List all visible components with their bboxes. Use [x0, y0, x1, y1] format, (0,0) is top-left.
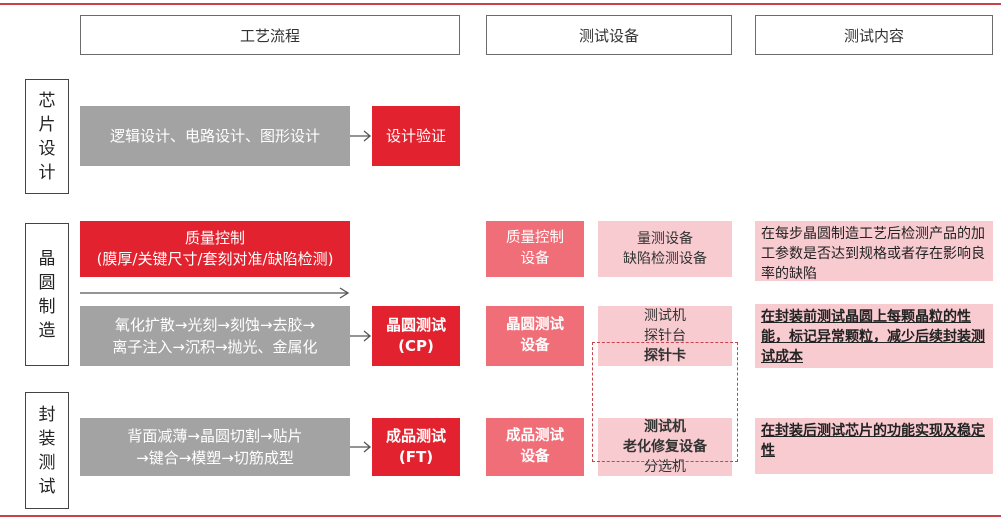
header-equipment: 测试设备	[486, 15, 732, 55]
ft-test-box: 成品测试 (FT)	[372, 418, 460, 476]
quality-content-text: 在每步晶圆制造工艺后检测产品的加工参数是否达到规格或者存在影响良率的缺陷	[761, 226, 985, 282]
quality-control-box: 质量控制 (膜厚/关键尺寸/套刻对准/缺陷检测)	[80, 221, 350, 277]
stage-chip-design: 芯 片 设 计	[25, 79, 69, 194]
quality-equip-box: 质量控制 设备	[486, 221, 584, 277]
design-verify-text: 设计验证	[385, 126, 446, 145]
ft-content-box: 在封装后测试芯片的功能实现及稳定性	[755, 418, 993, 474]
header-process: 工艺流程	[80, 15, 460, 55]
cp-equip-detail-2: 探针台	[644, 328, 686, 344]
ft-equip-box: 成品测试 设备	[486, 418, 584, 476]
ft-process-box: 背面减薄→晶圆切割→贴片 →键合→模塑→切筋成型	[80, 418, 350, 476]
stage-chip-design-label: 芯 片 设 计	[38, 90, 56, 183]
cp-equip-text: 晶圆测试 设备	[506, 317, 564, 354]
quality-equip-text: 质量控制 设备	[506, 230, 564, 267]
stage-package-test: 封 装 测 试	[25, 392, 69, 509]
ft-content-text: 在封装后测试芯片的功能实现及稳定性	[761, 423, 985, 459]
stage-wafer-fab-label: 晶 圆 制 造	[38, 248, 56, 341]
stage-package-test-label: 封 装 测 试	[38, 404, 56, 497]
bottom-rule	[0, 515, 1001, 517]
quality-content-box: 在每步晶圆制造工艺后检测产品的加工参数是否达到规格或者存在影响良率的缺陷	[755, 221, 993, 282]
top-rule	[0, 3, 1001, 5]
cp-test-box: 晶圆测试 (CP)	[372, 306, 460, 366]
cp-equip-detail-box: 测试机 探针台 探针卡	[598, 306, 732, 366]
ft-equip-detail-1: 测试机	[644, 419, 686, 435]
quality-equip-detail-text: 量测设备 缺陷检测设备	[623, 231, 707, 267]
ft-equip-detail-3: 分选机	[644, 459, 686, 475]
wafer-flow-arrow	[80, 287, 350, 299]
design-process-box: 逻辑设计、电路设计、图形设计	[80, 106, 350, 166]
stage-wafer-fab: 晶 圆 制 造	[25, 223, 69, 366]
shared-equipment-dashed-frame	[592, 342, 738, 462]
cp-content-text: 在封装前测试晶圆上每颗晶粒的性能，标记异常颗粒，减少后续封装测试成本	[761, 309, 985, 365]
design-verify-box: 设计验证	[372, 106, 460, 166]
header-content: 测试内容	[755, 15, 993, 55]
ft-equip-text: 成品测试 设备	[506, 428, 564, 465]
cp-equip-detail-1: 测试机	[644, 308, 686, 324]
quality-equip-detail-box: 量测设备 缺陷检测设备	[598, 221, 732, 277]
cp-equip-detail-3: 探针卡	[644, 348, 686, 364]
cp-arrow	[350, 330, 372, 342]
ft-equip-detail-box: 测试机 老化修复设备 分选机	[598, 418, 732, 476]
design-arrow	[350, 130, 372, 142]
quality-control-title: 质量控制	[184, 229, 245, 247]
ft-process-text: 背面减薄→晶圆切割→贴片 →键合→模塑→切筋成型	[127, 427, 303, 467]
ft-equip-detail-2: 老化修复设备	[623, 439, 707, 455]
quality-control-detail: (膜厚/关键尺寸/套刻对准/缺陷检测)	[96, 250, 334, 268]
cp-process-box: 氧化扩散→光刻→刻蚀→去胶→ 离子注入→沉积→抛光、金属化	[80, 306, 350, 366]
ft-test-text: 成品测试 (FT)	[385, 427, 446, 466]
ft-arrow	[350, 441, 372, 453]
cp-process-text: 氧化扩散→光刻→刻蚀→去胶→ 离子注入→沉积→抛光、金属化	[112, 316, 318, 356]
cp-test-text: 晶圆测试 (CP)	[385, 316, 446, 355]
cp-content-box: 在封装前测试晶圆上每颗晶粒的性能，标记异常颗粒，减少后续封装测试成本	[755, 304, 993, 368]
design-process-text: 逻辑设计、电路设计、图形设计	[109, 127, 320, 145]
cp-equip-box: 晶圆测试 设备	[486, 306, 584, 366]
